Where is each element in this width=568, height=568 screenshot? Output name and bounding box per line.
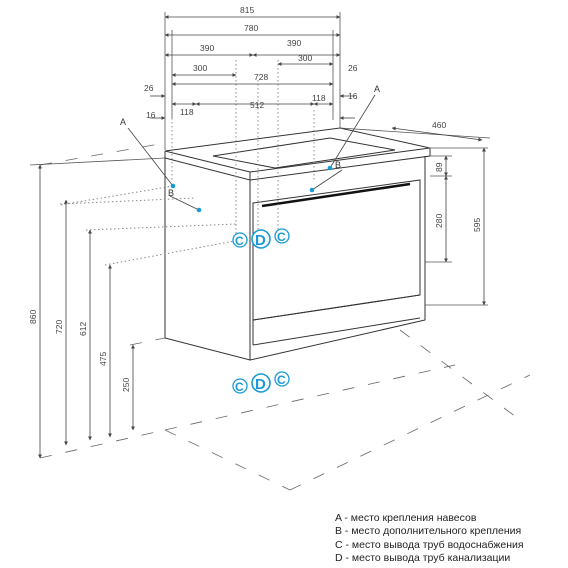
point-b-right bbox=[309, 187, 315, 193]
legend-item-d: D - место вывода труб канализации bbox=[335, 552, 511, 565]
dimension-lines bbox=[38, 15, 486, 459]
dim-26-right: 26 bbox=[348, 63, 358, 73]
dim-250: 250 bbox=[121, 378, 131, 392]
dim-390-right: 390 bbox=[287, 38, 301, 48]
legend-item-a: A - место крепления навесов bbox=[335, 512, 477, 524]
dim-118-right: 118 bbox=[312, 93, 326, 103]
floor-guides bbox=[39, 142, 531, 491]
marker-c-upper-left: C bbox=[235, 234, 244, 248]
dim-16-left: 16 bbox=[146, 110, 156, 120]
dim-720: 720 bbox=[54, 320, 64, 334]
dim-475: 475 bbox=[98, 352, 108, 366]
legend: A - место крепления навесов B - место до… bbox=[335, 512, 524, 566]
dotted-guides bbox=[59, 60, 315, 266]
dim-16-right: 16 bbox=[348, 91, 358, 101]
dim-89: 89 bbox=[434, 162, 444, 172]
dim-728: 728 bbox=[254, 72, 268, 82]
dim-780: 780 bbox=[244, 23, 258, 33]
markers-lower bbox=[232, 371, 290, 394]
dim-595: 595 bbox=[472, 218, 482, 232]
dim-26-left: 26 bbox=[144, 83, 154, 93]
markers-upper bbox=[232, 228, 290, 249]
dim-815: 815 bbox=[240, 5, 254, 15]
dim-300-right: 300 bbox=[298, 53, 312, 63]
dim-390-left: 390 bbox=[200, 43, 214, 53]
dim-300-left: 300 bbox=[193, 63, 207, 73]
marker-c-lower-left: C bbox=[235, 380, 244, 394]
label-b-left: B bbox=[168, 188, 174, 198]
point-b-left bbox=[196, 207, 202, 213]
dim-860: 860 bbox=[28, 310, 38, 324]
cabinet bbox=[164, 127, 431, 361]
label-b-right: B bbox=[335, 160, 341, 170]
dim-280: 280 bbox=[434, 214, 444, 228]
dim-118-left: 118 bbox=[180, 107, 194, 117]
legend-item-c: C - место вывода труб водоснабжения bbox=[335, 538, 524, 551]
marker-c-lower-right: C bbox=[277, 373, 286, 387]
point-a-right bbox=[327, 165, 333, 171]
label-a-right: A bbox=[374, 84, 380, 94]
legend-item-b: B - место дополнительного крепления bbox=[335, 525, 522, 538]
marker-d-lower: D bbox=[255, 376, 266, 393]
dim-512: 512 bbox=[250, 100, 264, 110]
dim-612: 612 bbox=[78, 322, 88, 336]
callouts bbox=[127, 94, 376, 211]
label-a-left: A bbox=[120, 117, 126, 127]
marker-c-upper-right: C bbox=[277, 230, 286, 244]
point-a-left bbox=[170, 183, 176, 189]
dim-460: 460 bbox=[432, 120, 446, 130]
marker-d-upper: D bbox=[255, 232, 266, 249]
